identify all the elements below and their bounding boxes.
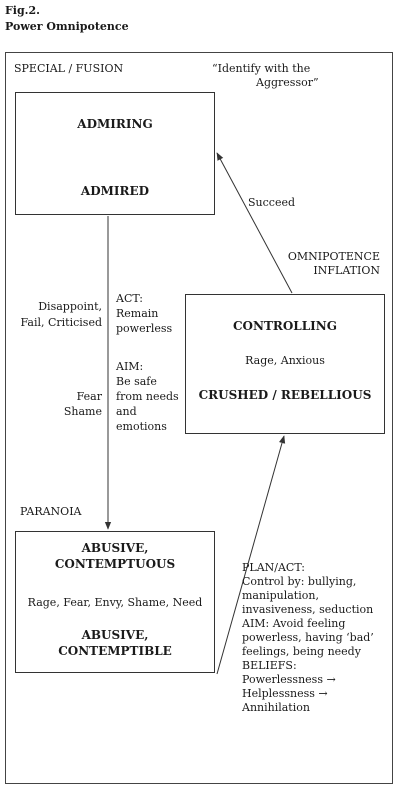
aim-line-2: from needs [116,390,179,403]
abusive-box: ABUSIVE, CONTEMPTUOUS Rage, Fear, Envy, … [15,531,215,673]
controlling-label: CONTROLLING [232,319,338,333]
contemptuous-label: CONTEMPTUOUS [54,557,176,571]
aim-line-3: and [116,405,137,418]
plan-line: powerless, having ‘bad’ [242,631,374,644]
quote-line-2: Aggressor” [256,76,319,89]
succeed-label: Succeed [248,196,296,209]
admiring-label: ADMIRING [77,117,153,131]
crushed-rebellious-label: CRUSHED / REBELLIOUS [198,388,372,402]
plan-line: Control by: bullying, [242,575,357,588]
aim-line-1: Be safe [116,375,157,388]
abusive-label-2: ABUSIVE, [81,628,149,642]
aim-line-4: emotions [116,420,167,433]
special-fusion-label: SPECIAL / FUSION [14,62,124,75]
abusive-label-1: ABUSIVE, [81,541,149,555]
plan-line: BELIEFS: [242,659,297,672]
shame-label: Shame [63,405,102,418]
figure-title: Power Omnipotence [5,20,129,33]
plan-line: AIM: Avoid feeling [242,617,346,630]
plan-line: Powerlessness → [242,673,336,686]
quote-line-1: “Identify with the [212,62,311,75]
admired-label: ADMIRED [80,184,150,198]
fear-label: Fear [76,390,102,403]
omnipotence-label: OMNIPOTENCE [287,250,380,263]
up-to-admiring-arrow [216,152,293,294]
admiring-box: ADMIRING ADMIRED [15,92,215,215]
rage-anxious-label: Rage, Anxious [245,354,325,367]
act-line-1: Remain [116,307,159,320]
paranoia-label: PARANOIA [20,505,82,518]
contemptible-label: CONTEMPTIBLE [58,644,172,658]
plan-line: Helplessness → [242,687,328,700]
controlling-box: CONTROLLING Rage, Anxious CRUSHED / REBE… [185,294,385,434]
act-title: ACT: [116,292,144,305]
aim-title: AIM: [116,360,144,373]
plan-line: invasiveness, seduction [242,603,374,616]
inflation-label: INFLATION [313,264,380,277]
plan-line: Annihilation [242,701,310,714]
act-line-2: powerless [116,322,173,335]
plan-line: PLAN/ACT: [242,561,305,574]
disappoint-label: Disappoint, [38,300,102,313]
diagram-frame [5,52,393,784]
fail-criticised-label: Fail, Criticised [20,316,102,329]
plan-line: feelings, being needy [242,645,361,658]
plan-line: manipulation, [242,589,319,602]
emotions-list-label: Rage, Fear, Envy, Shame, Need [27,596,203,609]
figure-label: Fig.2. [5,4,40,17]
up-to-controlling-arrow [216,435,286,675]
plan-act-block: PLAN/ACT: Control by: bullying, manipula… [242,561,374,715]
